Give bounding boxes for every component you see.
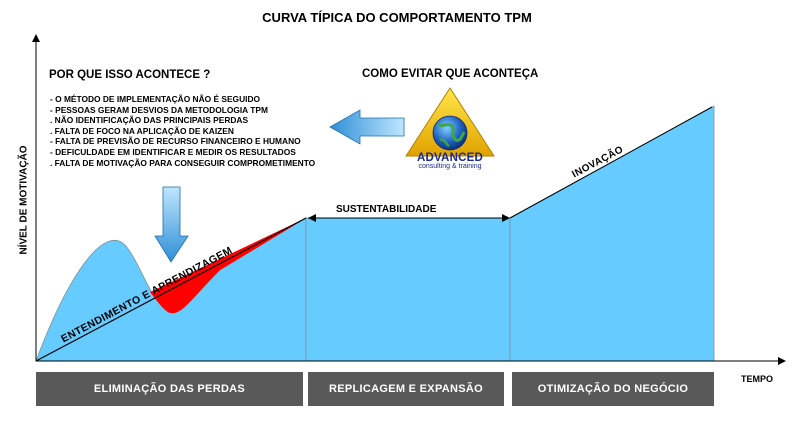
- why-title: POR QUE ISSO ACONTECE ?: [49, 69, 211, 81]
- phase-bar-replication: REPLICAGEM E EXPANSÃO: [308, 372, 504, 406]
- reason-item: . NÃO IDENTIFICAÇÃO DAS PRINCIPAIS PERDA…: [50, 115, 249, 126]
- advanced-logo: [405, 87, 495, 157]
- phase2-area: [305, 217, 511, 362]
- reasons-list: - O MÉTODO DE IMPLEMENTAÇÃO NÃO É SEGUID…: [50, 94, 315, 168]
- logo-tagline: consulting & training: [418, 163, 482, 170]
- reason-item: - FALTA DE PREVISÃO DE RECURSO FINANCEIR…: [50, 136, 301, 147]
- innovation-line: [509, 106, 713, 219]
- x-axis-label: TEMPO: [741, 374, 774, 384]
- avoid-title: COMO EVITAR QUE ACONTEÇA: [362, 68, 539, 80]
- phase3-area: [509, 105, 715, 362]
- y-axis-label: NÍVEL DE MOTIVAÇÃO: [18, 145, 30, 255]
- phase-bar-elimination: ELIMINAÇÃO DAS PERDAS: [36, 372, 303, 406]
- reason-item: - DEFICULDADE EM IDENTIFICAR E MEDIR OS …: [50, 146, 296, 157]
- phase-bar-optimization: OTIMIZAÇÃO DO NEGÓCIO: [512, 372, 714, 406]
- down-arrow: [154, 186, 189, 263]
- reason-item: - O MÉTODO DE IMPLEMENTAÇÃO NÃO É SEGUID…: [50, 94, 261, 104]
- reason-item: . FALTA DE MOTIVAÇÃO PARA CONSEGUIR COMP…: [50, 157, 316, 168]
- reason-item: . FALTA DE FOCO NA APLICAÇÃO DE KAIZEN: [50, 125, 234, 136]
- page-title: CURVA TÍPICA DO COMPORTAMENTO TPM: [262, 10, 532, 25]
- logo-text: ADVANCED consulting & training: [406, 152, 494, 170]
- reason-item: - PESSOAS GERAM DESVIOS DA METODOLOGIA T…: [50, 104, 268, 115]
- sustain-label: SUSTENTABILIDADE: [336, 204, 437, 215]
- learning-line: [35, 217, 307, 362]
- logo-name: ADVANCED: [417, 152, 483, 164]
- left-arrow: [329, 109, 405, 145]
- gap-area: [150, 218, 306, 314]
